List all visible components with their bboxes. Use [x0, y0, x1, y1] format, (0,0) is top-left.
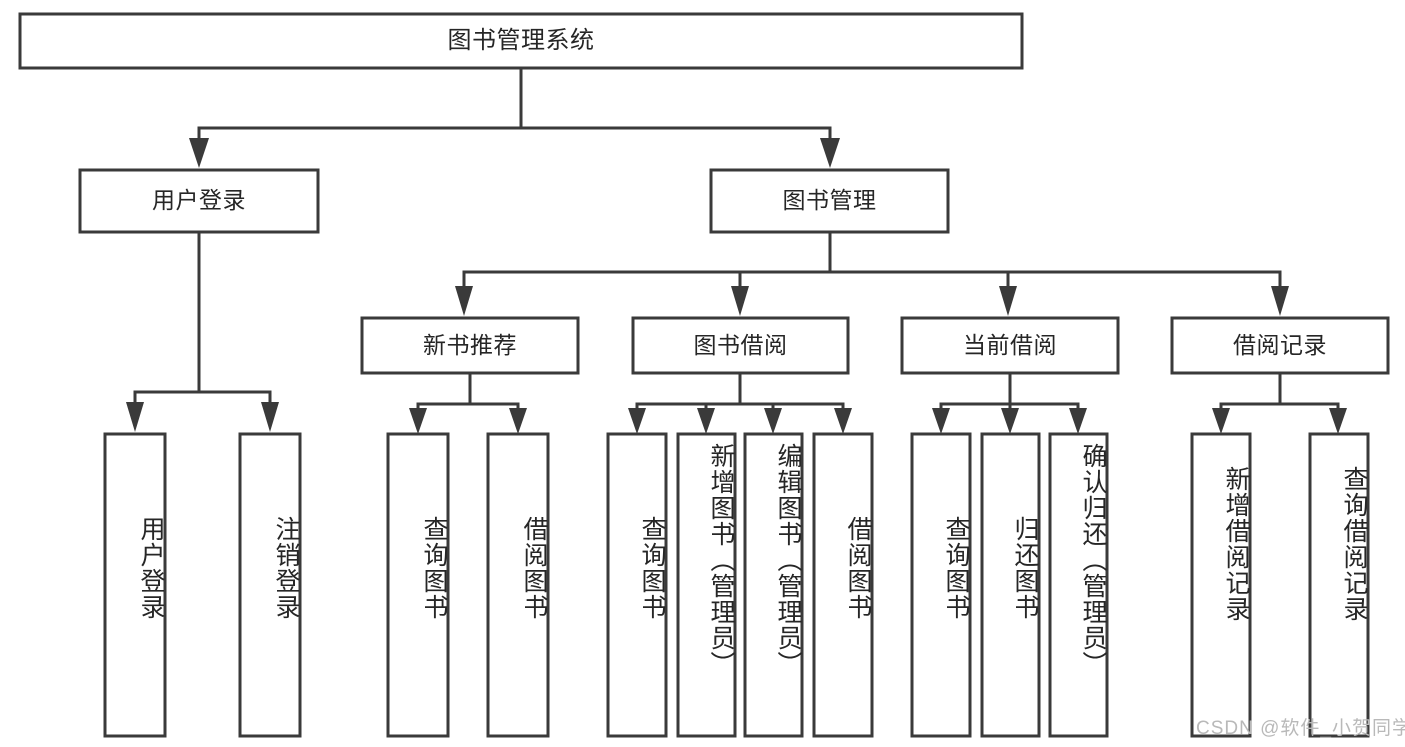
- arrow-head-icon: [509, 408, 527, 434]
- connector-group-book-manage: [455, 230, 1289, 316]
- arrow-head-icon: [731, 286, 749, 316]
- node-box-book-manage[interactable]: [709, 168, 950, 234]
- arrow-head-icon: [189, 138, 209, 168]
- arrow-head-icon: [1271, 286, 1289, 316]
- node-box-user-login[interactable]: [78, 168, 320, 234]
- node-box-new-book-recommend[interactable]: [360, 316, 580, 375]
- arrow-head-icon: [126, 402, 144, 432]
- arrow-head-icon: [1329, 408, 1347, 434]
- arrow-head-icon: [1212, 408, 1230, 434]
- leaf-box-query-borrow-record[interactable]: [1308, 432, 1370, 738]
- arrow-head-icon: [261, 402, 279, 432]
- arrow-head-icon: [628, 408, 646, 434]
- connector-group-book-borrow: [628, 371, 852, 434]
- connector-group-current-borrow: [932, 371, 1087, 434]
- leaf-box-query-book-1[interactable]: [386, 432, 450, 738]
- arrow-head-icon: [697, 408, 715, 434]
- leaf-box-return-book[interactable]: [980, 432, 1041, 738]
- leaf-box-logout[interactable]: [238, 432, 302, 738]
- node-box-book-borrow[interactable]: [631, 316, 850, 375]
- leaf-box-query-book-2[interactable]: [606, 432, 668, 738]
- arrow-head-icon: [820, 138, 840, 168]
- node-box-root[interactable]: [18, 12, 1024, 70]
- leaf-box-query-book-3[interactable]: [910, 432, 972, 738]
- leaf-box-add-book-admin[interactable]: [676, 432, 737, 738]
- connector-group-user-login: [126, 230, 279, 432]
- leaf-box-borrow-book-2[interactable]: [812, 432, 874, 738]
- arrow-head-icon: [409, 408, 427, 434]
- node-box-borrow-record[interactable]: [1170, 316, 1390, 375]
- arrow-head-icon: [932, 408, 950, 434]
- leaf-box-add-borrow-record[interactable]: [1190, 432, 1252, 738]
- leaf-box-borrow-book-1[interactable]: [486, 432, 550, 738]
- leaf-box-confirm-return-admin[interactable]: [1048, 432, 1109, 738]
- arrow-head-icon: [1001, 408, 1019, 434]
- arrow-head-icon: [455, 286, 473, 316]
- node-box-current-borrow[interactable]: [900, 316, 1120, 375]
- arrow-head-icon: [764, 408, 782, 434]
- arrow-head-icon: [999, 286, 1017, 316]
- leaf-box-edit-book-admin[interactable]: [743, 432, 804, 738]
- arrow-head-icon: [1069, 408, 1087, 434]
- connector-group-root: [189, 66, 840, 168]
- connector-group-new-book: [409, 371, 527, 434]
- leaf-box-user-login[interactable]: [103, 432, 167, 738]
- arrow-head-icon: [834, 408, 852, 434]
- connector-group-borrow-record: [1212, 371, 1347, 434]
